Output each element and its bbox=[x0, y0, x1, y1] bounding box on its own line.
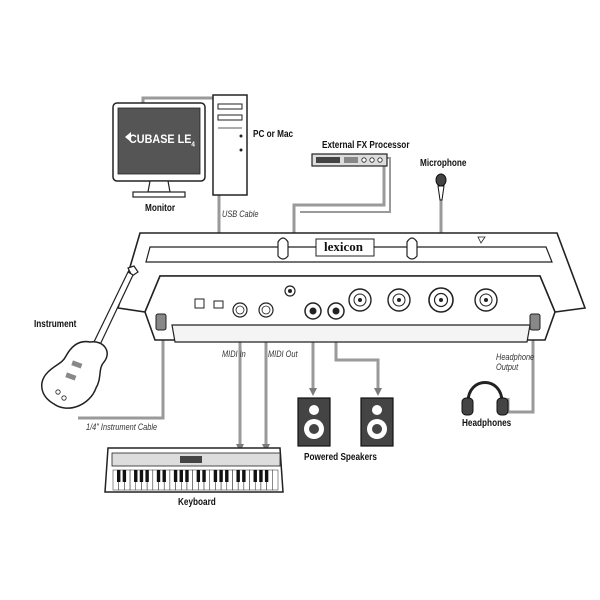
monitor-cable bbox=[141, 96, 213, 104]
microphone-label: Microphone bbox=[420, 158, 467, 169]
keyboard-icon bbox=[104, 447, 284, 493]
instrument-label: Instrument bbox=[34, 319, 77, 330]
monitor bbox=[112, 102, 206, 198]
black-key bbox=[116, 470, 121, 482]
black-key bbox=[253, 470, 257, 482]
black-key bbox=[213, 470, 218, 482]
black-key bbox=[162, 470, 166, 482]
headphones-icon bbox=[461, 381, 509, 416]
black-key bbox=[219, 470, 223, 482]
black-key bbox=[173, 470, 178, 482]
black-key bbox=[134, 470, 138, 482]
cubase-logo-icon bbox=[125, 132, 131, 142]
white-key bbox=[272, 469, 279, 491]
microphone-icon bbox=[435, 173, 447, 201]
fx-processor bbox=[311, 153, 388, 167]
black-key bbox=[145, 470, 149, 482]
black-key bbox=[225, 470, 229, 482]
keyboard-keys bbox=[112, 469, 279, 491]
instrument-cable-label: 1/4" Instrument Cable bbox=[86, 422, 158, 432]
black-key bbox=[139, 470, 144, 482]
headphone-output-label: Headphone Output bbox=[496, 352, 535, 373]
black-key bbox=[185, 470, 189, 482]
monitor-label: Monitor bbox=[145, 203, 176, 214]
lexicon-logo: lexicon bbox=[324, 239, 363, 254]
black-key bbox=[202, 470, 206, 482]
computer-tower bbox=[212, 94, 248, 196]
cubase-logo-name: CUBASE LE bbox=[129, 132, 192, 146]
black-key bbox=[259, 470, 263, 482]
black-key bbox=[179, 470, 183, 482]
powered-speakers-label: Powered Speakers bbox=[304, 452, 377, 463]
instrument-cable bbox=[78, 326, 165, 420]
usb-cable-label: USB Cable bbox=[222, 209, 259, 219]
black-key bbox=[242, 470, 246, 482]
black-key bbox=[156, 470, 161, 482]
speaker-right-icon bbox=[360, 397, 394, 447]
headphones-label: Headphones bbox=[462, 418, 512, 429]
black-key bbox=[264, 470, 269, 482]
midi-out-label: MIDI Out bbox=[268, 349, 298, 359]
black-key bbox=[122, 470, 127, 482]
cubase-version: 4 bbox=[191, 141, 195, 149]
guitar-icon bbox=[41, 265, 139, 409]
audio-interface bbox=[116, 232, 587, 343]
fx-processor-label: External FX Processor bbox=[322, 140, 410, 151]
keyboard-label: Keyboard bbox=[178, 497, 216, 508]
pc-or-mac-label: PC or Mac bbox=[253, 129, 294, 140]
black-key bbox=[196, 470, 201, 482]
midi-in-label: MIDI In bbox=[222, 349, 246, 359]
speaker-left-icon bbox=[297, 397, 331, 447]
cubase-logo-text: CUBASE LE4 bbox=[129, 133, 195, 148]
black-key bbox=[236, 470, 240, 482]
